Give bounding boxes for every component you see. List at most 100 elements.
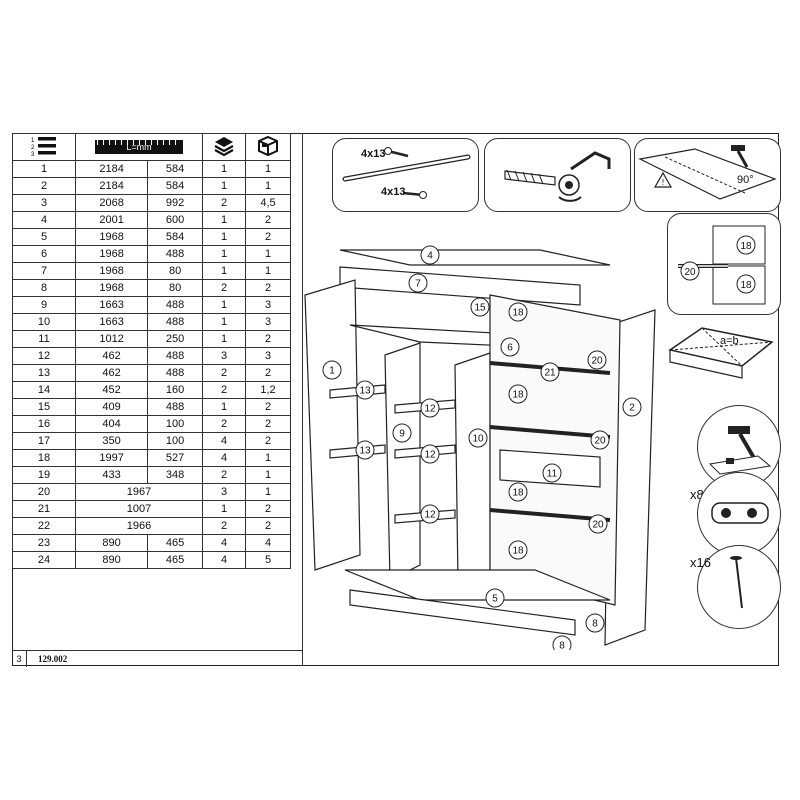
panel-top — [339, 249, 611, 266]
part-length: 350 — [74, 432, 149, 450]
part-callout-circle — [355, 440, 375, 460]
part-width: 600 — [147, 211, 203, 229]
part-number: 12 — [12, 347, 76, 365]
part-width: 160 — [147, 381, 203, 399]
part-quantity: 2 — [202, 279, 246, 297]
nail-multiplier: x16 — [690, 555, 711, 570]
part-quantity: 1 — [202, 245, 246, 263]
part-length: 1968 — [74, 245, 149, 263]
part-width: 465 — [147, 534, 203, 552]
part-width: 584 — [147, 228, 203, 246]
runner-detail-illustration — [711, 502, 769, 524]
part-callout-circle — [585, 613, 605, 633]
part-package: 1 — [245, 262, 291, 280]
part-number: 1 — [12, 160, 76, 178]
part-callout-circle — [420, 245, 440, 265]
part-package: 2 — [245, 398, 291, 416]
part-callout-label: 10 — [472, 434, 484, 445]
nail-detail-illustration — [730, 556, 743, 609]
part-quantity: 4 — [202, 534, 246, 552]
part-package: 2 — [245, 279, 291, 297]
part-number: 13 — [12, 364, 76, 382]
part-length: 2184 — [74, 177, 149, 195]
part-length: 462 — [74, 364, 149, 382]
part-callout-label: 6 — [507, 343, 513, 354]
part-width: 100 — [147, 415, 203, 433]
part-number: 23 — [12, 534, 76, 552]
part-callout-circle — [508, 384, 528, 404]
part-number: 14 — [12, 381, 76, 399]
part-length: 1967 — [75, 483, 203, 501]
cam-lock-icon — [558, 174, 580, 196]
part-quantity: 1 — [202, 330, 246, 348]
part-callout-circle — [542, 463, 562, 483]
back-panel-nailing-illustration: ! 90° — [638, 145, 777, 200]
part-callout-label: 8 — [592, 619, 598, 630]
part-callout-label: 9 — [399, 429, 405, 440]
part-callout-label: 7 — [415, 279, 421, 290]
column-divider — [302, 133, 303, 666]
part-length: 2001 — [74, 211, 149, 229]
part-quantity: 4 — [202, 432, 246, 450]
rail-label: 20 — [684, 267, 696, 278]
part-callout-circle — [420, 504, 440, 524]
part-quantity: 1 — [202, 228, 246, 246]
part-width: 488 — [147, 313, 203, 331]
part-callout-circle — [322, 360, 342, 380]
cam-lock-illustration — [504, 151, 611, 202]
part-callout-label: 12 — [424, 404, 436, 415]
part-number: 10 — [12, 313, 76, 331]
part-callout-label: 20 — [592, 520, 604, 531]
part-number: 24 — [12, 551, 76, 569]
part-package: 1 — [245, 483, 291, 501]
part-callout-label: 18 — [512, 546, 524, 557]
panel-left-side — [304, 279, 361, 571]
dowel-screw-icon — [504, 169, 556, 186]
part-length: 1968 — [74, 262, 149, 280]
part-width: 80 — [147, 279, 203, 297]
part-number: 16 — [12, 415, 76, 433]
part-width: 584 — [147, 160, 203, 178]
part-callout-label: 15 — [474, 303, 486, 314]
part-length: 404 — [74, 415, 149, 433]
inset-back-panel-nailing: ! 90° — [634, 138, 781, 212]
part-width: 80 — [147, 262, 203, 280]
part-length: 1966 — [75, 517, 203, 535]
part-quantity: 1 — [202, 160, 246, 178]
part-callout-circle — [508, 302, 528, 322]
part-number: 18 — [12, 449, 76, 467]
part-number: 7 — [12, 262, 76, 280]
part-callout-label: 21 — [544, 368, 556, 379]
inset-drawer-slide-screws: 4x13 4x13 — [332, 138, 479, 212]
part-callout-label: 18 — [512, 488, 524, 499]
part-callout-label: 13 — [359, 446, 371, 457]
part-callout-circle — [552, 635, 572, 650]
part-width: 527 — [147, 449, 203, 467]
detail-hammer — [697, 405, 781, 489]
part-package: 3 — [245, 313, 291, 331]
back-panel-joining-illustration: 18 18 20 — [678, 225, 766, 305]
part-package: 2 — [245, 432, 291, 450]
part-package: 5 — [245, 551, 291, 569]
part-package: 3 — [245, 296, 291, 314]
part-number: 3 — [12, 194, 76, 212]
part-width: 488 — [147, 364, 203, 382]
part-number: 19 — [12, 466, 76, 484]
part-number: 4 — [12, 211, 76, 229]
svg-text:1: 1 — [31, 138, 35, 144]
part-callout-label: 4 — [427, 251, 433, 262]
warning-icon: ! — [653, 171, 673, 188]
part-callout-circle — [355, 380, 375, 400]
article-code: 129.002 — [38, 654, 68, 664]
